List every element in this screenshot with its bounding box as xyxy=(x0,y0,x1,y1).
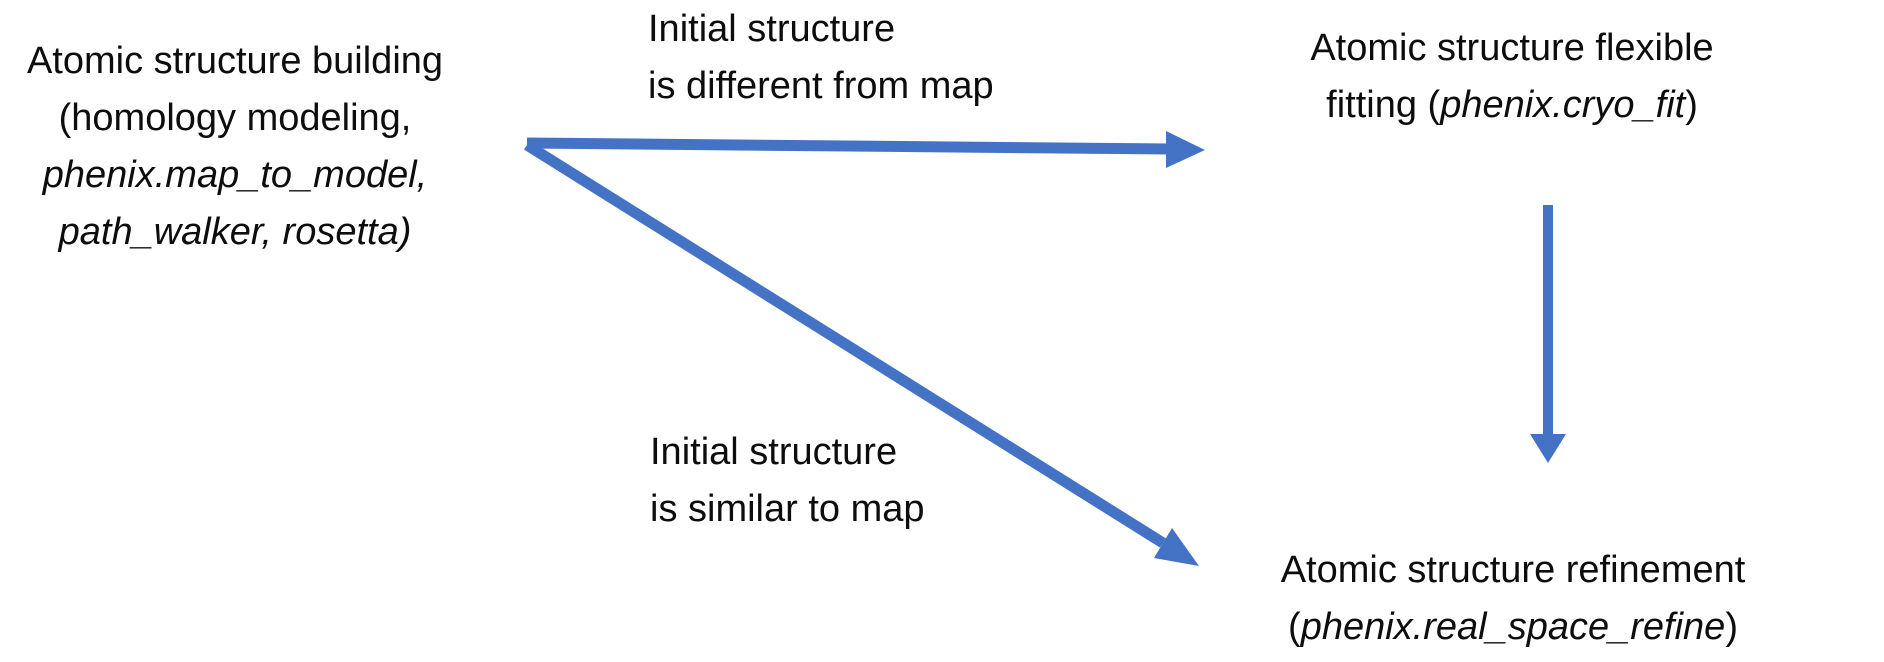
arrow-building-to-refinement xyxy=(524,140,1199,566)
node-refinement-line2-prefix: ( xyxy=(1288,606,1301,648)
arrow-building-to-flexible-fitting xyxy=(526,131,1205,168)
node-building-line1: Atomic structure building xyxy=(26,40,444,82)
node-flexible-line2: fitting (phenix.cryo_fit) xyxy=(1252,77,1772,134)
node-refinement-tool-name: phenix.real_space_refine xyxy=(1300,606,1726,648)
node-flexible-line2-suffix: ) xyxy=(1685,84,1698,126)
node-atomic-structure-flexible-fitting: Atomic structure flexible fitting (pheni… xyxy=(1252,20,1772,134)
node-atomic-structure-building: Atomic structure building (homology mode… xyxy=(5,33,465,261)
node-flexible-line2-prefix: fitting ( xyxy=(1326,84,1441,126)
node-building-line4: path_walker, rosetta) xyxy=(58,211,412,253)
node-refinement-line2-suffix: ) xyxy=(1725,606,1738,648)
edge-label-similar-line2: is similar to map xyxy=(650,488,925,530)
node-refinement-line1: Atomic structure refinement xyxy=(1280,549,1746,591)
arrowhead-diagonal-icon xyxy=(1154,528,1199,566)
edge-label-different-line1: Initial structure xyxy=(648,8,896,50)
node-flexible-tool-name: phenix.cryo_fit xyxy=(1440,84,1686,126)
edge-label-similar-to-map: Initial structure is similar to map xyxy=(650,424,925,538)
arrowhead-right-icon xyxy=(1166,131,1205,168)
node-building-line3: phenix.map_to_model, xyxy=(42,154,428,196)
edge-label-different-from-map: Initial structure is different from map xyxy=(648,1,994,115)
edge-label-different-line2: is different from map xyxy=(648,65,994,107)
arrowhead-down-icon xyxy=(1530,434,1566,463)
node-atomic-structure-refinement: Atomic structure refinement (phenix.real… xyxy=(1253,542,1773,656)
edge-label-similar-line1: Initial structure xyxy=(650,431,898,473)
node-refinement-line2: (phenix.real_space_refine) xyxy=(1253,599,1773,656)
node-building-line2: (homology modeling, xyxy=(58,97,412,139)
arrow-flexible-fitting-to-refinement xyxy=(1530,205,1566,463)
node-flexible-line1: Atomic structure flexible xyxy=(1310,27,1714,69)
